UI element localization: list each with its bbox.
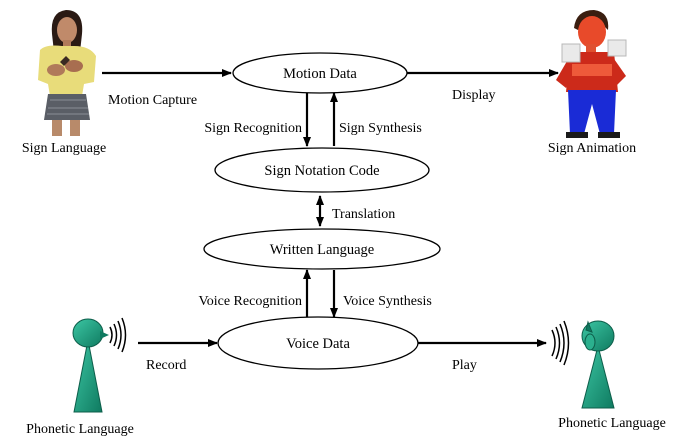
phonetic-listener-right: [581, 320, 615, 409]
node-written-language: Written Language: [203, 228, 441, 270]
node-motion-data-label: Motion Data: [283, 66, 357, 82]
record-label: Record: [146, 358, 186, 373]
phonetic-language-left-caption: Phonetic Language: [26, 422, 134, 437]
sign-animation-caption: Sign Animation: [548, 141, 636, 156]
node-voice-data: Voice Data: [217, 316, 419, 370]
node-sign-notation-code-label: Sign Notation Code: [264, 163, 379, 179]
sound-waves-left-icon: [109, 317, 127, 353]
display-label: Display: [452, 88, 496, 103]
signer-photo: [38, 10, 96, 136]
phonetic-language-right-caption: Phonetic Language: [558, 416, 666, 431]
node-motion-data: Motion Data: [232, 52, 408, 94]
voice-synthesis-label: Voice Synthesis: [343, 294, 432, 309]
voice-recognition-label: Voice Recognition: [198, 294, 302, 309]
node-sign-notation-code: Sign Notation Code: [214, 147, 430, 193]
sign-animation-avatar: [556, 10, 627, 138]
node-voice-data-label: Voice Data: [286, 336, 350, 352]
motion-capture-label: Motion Capture: [108, 93, 197, 108]
phonetic-speaker-left: [72, 318, 109, 413]
sign-language-caption: Sign Language: [22, 141, 106, 156]
sign-synthesis-label: Sign Synthesis: [339, 121, 422, 136]
sound-waves-right-icon: [551, 320, 570, 366]
translation-label: Translation: [332, 207, 395, 222]
sign-recognition-label: Sign Recognition: [204, 121, 302, 136]
node-written-language-label: Written Language: [270, 242, 375, 258]
play-label: Play: [452, 358, 477, 373]
